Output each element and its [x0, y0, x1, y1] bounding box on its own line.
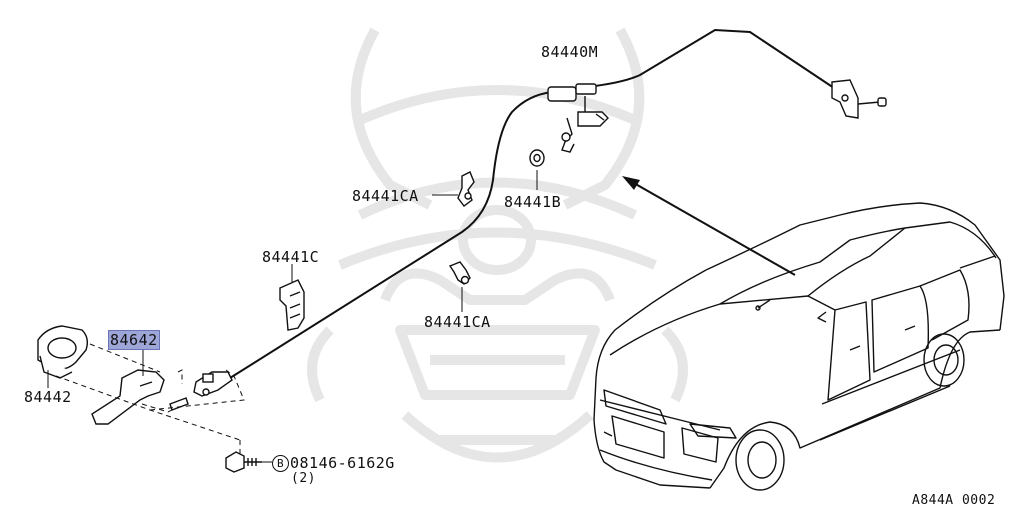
label-84441b[interactable]: 84441B — [504, 193, 562, 211]
bolt-part — [225, 451, 262, 473]
label-84441c[interactable]: 84441C — [262, 248, 320, 266]
label-84642-highlight[interactable]: 84642 — [108, 330, 160, 350]
diagram-code: A844A 0002 — [912, 493, 996, 508]
cable-end-bracket — [831, 79, 887, 119]
cable-clip-lower — [448, 261, 471, 285]
grommet-part — [529, 149, 545, 167]
sedan-car-icon — [593, 202, 1005, 491]
cable-clip-upper — [457, 171, 475, 207]
cable-clip-left — [279, 279, 305, 331]
bolt-badge: B — [272, 455, 289, 472]
label-84442[interactable]: 84442 — [24, 388, 72, 406]
label-84441ca-lower[interactable]: 84441CA — [424, 313, 491, 331]
location-arrow-icon — [622, 176, 796, 276]
release-cable — [229, 28, 841, 379]
label-84441ca-upper[interactable]: 84441CA — [352, 187, 419, 205]
label-84440m[interactable]: 84440M — [541, 43, 599, 61]
opener-handle-assembly — [37, 325, 233, 425]
bolt-part-number: 08146-6162G — [290, 454, 395, 472]
label-84642[interactable]: 84642 — [108, 330, 160, 350]
hood-lock-mechanism — [547, 83, 609, 153]
samurai-helmet-watermark-icon — [307, 27, 688, 463]
assembly-dash-lines — [55, 343, 245, 460]
bolt-quantity: (2) — [291, 471, 316, 486]
